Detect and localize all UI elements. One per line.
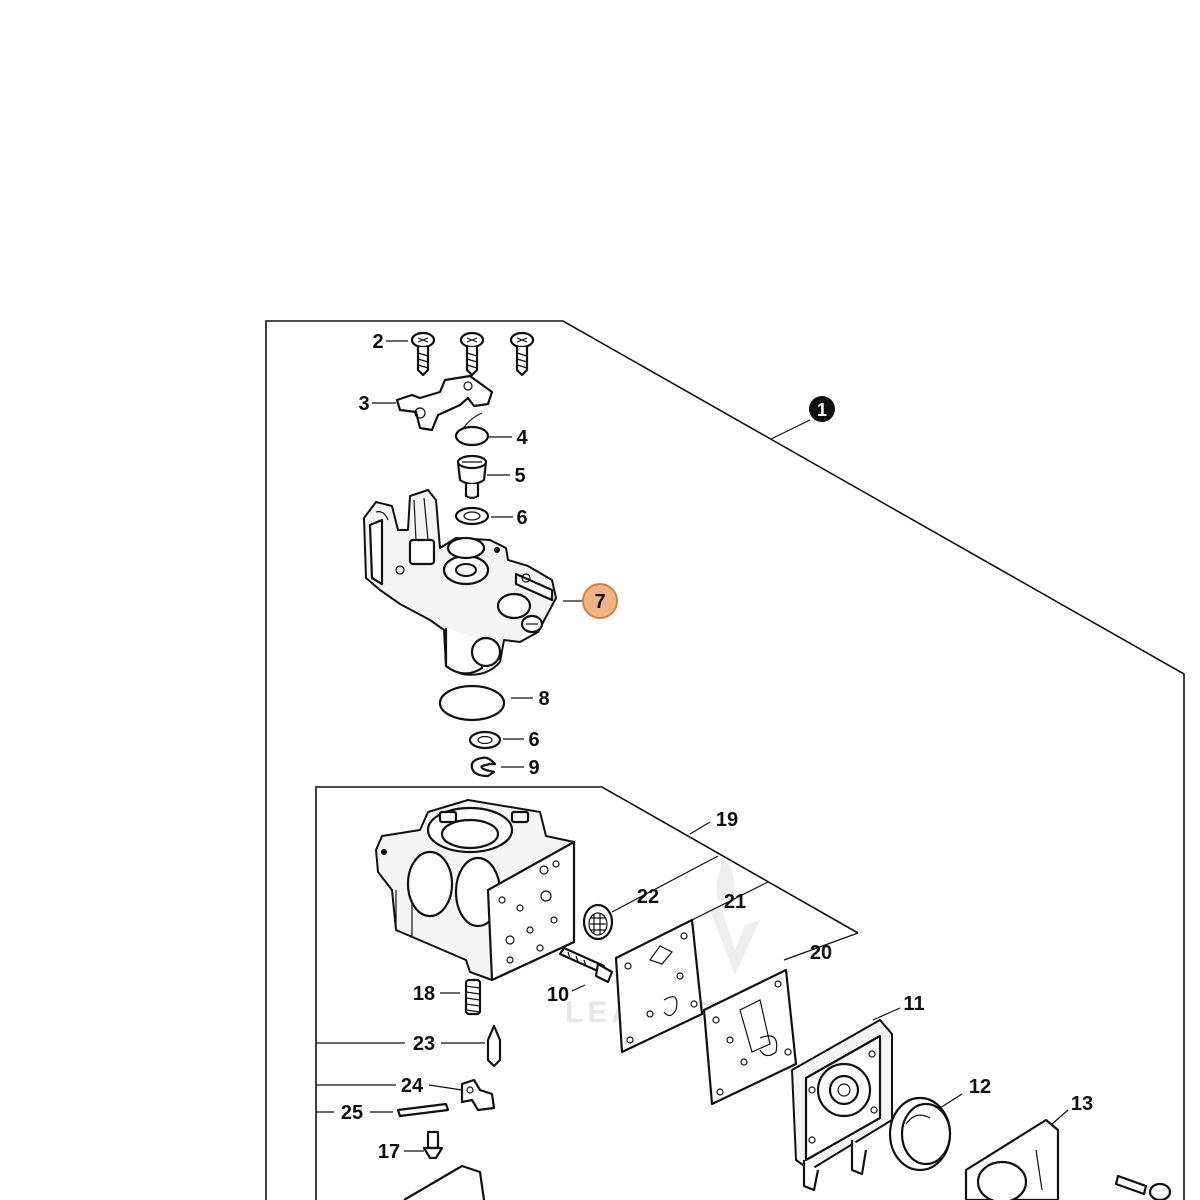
label-part-4[interactable]: 4	[516, 427, 528, 449]
callout-part-7[interactable]: 7	[582, 583, 618, 619]
diaphragm-cover-partial	[403, 1164, 486, 1200]
label-part-23[interactable]: 23	[413, 1033, 435, 1055]
spring-part-18	[464, 978, 482, 1016]
pump-cover-part-11	[791, 1019, 893, 1192]
cover-plate-part-13	[964, 1118, 1060, 1200]
leader-lines	[316, 340, 1069, 1152]
needle-valve-part-10	[558, 946, 614, 984]
assembly-frame-outer	[265, 320, 1185, 1200]
label-part-6-upper[interactable]: 6	[516, 507, 527, 529]
e-clip-part-9	[470, 756, 497, 778]
label-part-3[interactable]: 3	[358, 393, 369, 415]
label-part-8[interactable]: 8	[538, 688, 549, 710]
inlet-needle-part-23	[486, 1024, 502, 1068]
screw-part-2	[410, 331, 535, 377]
label-part-19[interactable]: 19	[716, 809, 738, 831]
label-part-17[interactable]: 17	[378, 1141, 400, 1163]
washer-part-6-upper	[454, 506, 490, 526]
primer-bulb-part-12	[888, 1096, 952, 1172]
label-part-20[interactable]: 20	[810, 942, 832, 964]
gasket-part-21	[614, 918, 704, 1054]
label-part-5[interactable]: 5	[514, 465, 525, 487]
label-part-24[interactable]: 24	[401, 1075, 424, 1097]
label-part-12[interactable]: 12	[969, 1076, 991, 1098]
gasket-part-20	[702, 968, 798, 1106]
assembly-marker-1[interactable]: 1	[809, 396, 835, 422]
lever-part-24	[460, 1078, 496, 1112]
label-part-22[interactable]: 22	[637, 886, 659, 908]
pin-part-25	[396, 1102, 450, 1118]
part-labels: 2 3 4 5 6 8 6 9 19 22 21 20 11 10 18 23 …	[341, 331, 1093, 1163]
filter-screen-part-22	[582, 903, 614, 941]
label-part-10[interactable]: 10	[547, 984, 569, 1006]
label-part-11[interactable]: 11	[903, 993, 924, 1015]
housing-part-7	[363, 489, 557, 676]
carburetor-body-part-19	[375, 799, 576, 982]
assembly-marker-badge	[809, 396, 835, 422]
label-part-25[interactable]: 25	[341, 1102, 363, 1124]
o-ring-part-8	[438, 684, 506, 722]
screw-part-17	[422, 1130, 444, 1160]
label-part-9[interactable]: 9	[528, 757, 539, 779]
clip-part-4	[454, 412, 490, 447]
plate-part-3	[395, 374, 494, 432]
adjust-screw-part-5	[456, 454, 488, 500]
label-part-18[interactable]: 18	[413, 983, 435, 1005]
label-part-6-lower[interactable]: 6	[528, 729, 539, 751]
screw-bottom-right	[1114, 1174, 1172, 1200]
label-part-7: 7	[594, 591, 605, 613]
assembly-marker-label: 1	[817, 400, 827, 420]
highlight-badge	[582, 583, 618, 619]
label-part-21[interactable]: 21	[724, 891, 746, 913]
label-part-2[interactable]: 2	[372, 331, 383, 353]
assembly-frame-inner	[315, 786, 859, 1200]
washer-part-6-lower	[468, 730, 502, 750]
label-part-13[interactable]: 13	[1071, 1093, 1093, 1115]
